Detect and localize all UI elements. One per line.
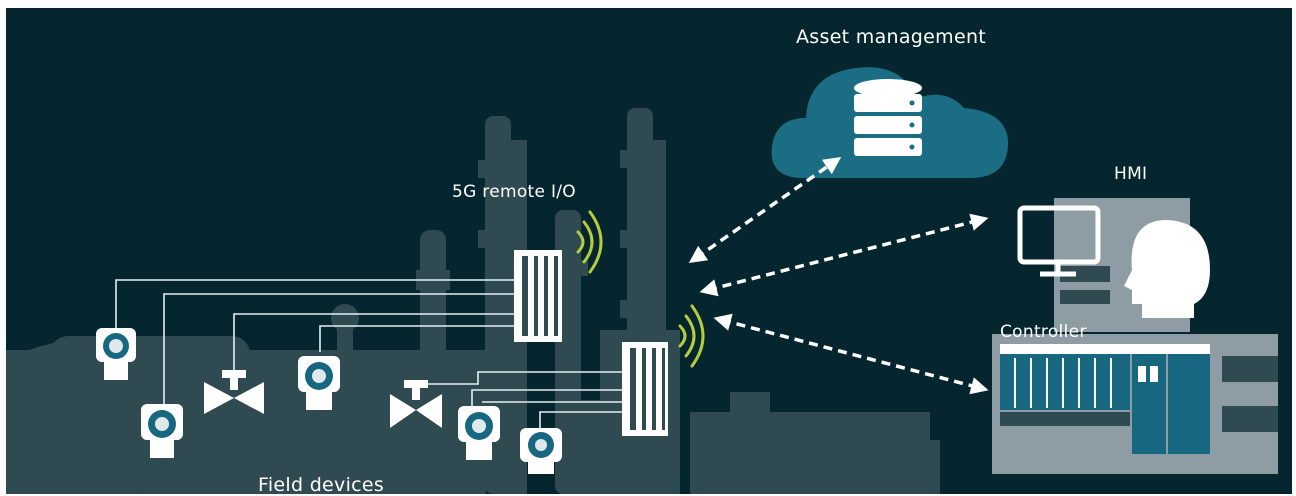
controller-label: Controller	[1000, 322, 1087, 342]
remote-io-module-upper	[514, 250, 562, 342]
remote-io-label: 5G remote I/O	[452, 182, 576, 202]
wireless-signal-icon	[678, 304, 705, 368]
transmitter-icon	[520, 428, 562, 474]
field-devices-label: Field devices	[258, 474, 385, 496]
remote-io-module-lower	[622, 342, 668, 436]
transmitter-icon	[141, 404, 183, 458]
arrow-asset-management	[688, 157, 842, 263]
transmitter-icon	[458, 406, 500, 460]
communication-arrows	[688, 157, 989, 395]
database-icon	[854, 79, 922, 156]
operator-head-icon	[1124, 220, 1210, 318]
valve-icon	[204, 370, 264, 414]
wireless-signal-icon	[576, 210, 603, 274]
valve-icon	[390, 380, 442, 428]
arrow-hmi	[699, 213, 989, 297]
transmitter-icon	[96, 328, 136, 380]
hmi-label: HMI	[1114, 164, 1148, 184]
asset-management-label: Asset management	[796, 26, 987, 48]
monitor-icon	[1017, 205, 1101, 277]
controller-rack	[992, 334, 1278, 474]
transmitter-icon	[298, 356, 340, 410]
field-wiring	[115, 279, 622, 430]
